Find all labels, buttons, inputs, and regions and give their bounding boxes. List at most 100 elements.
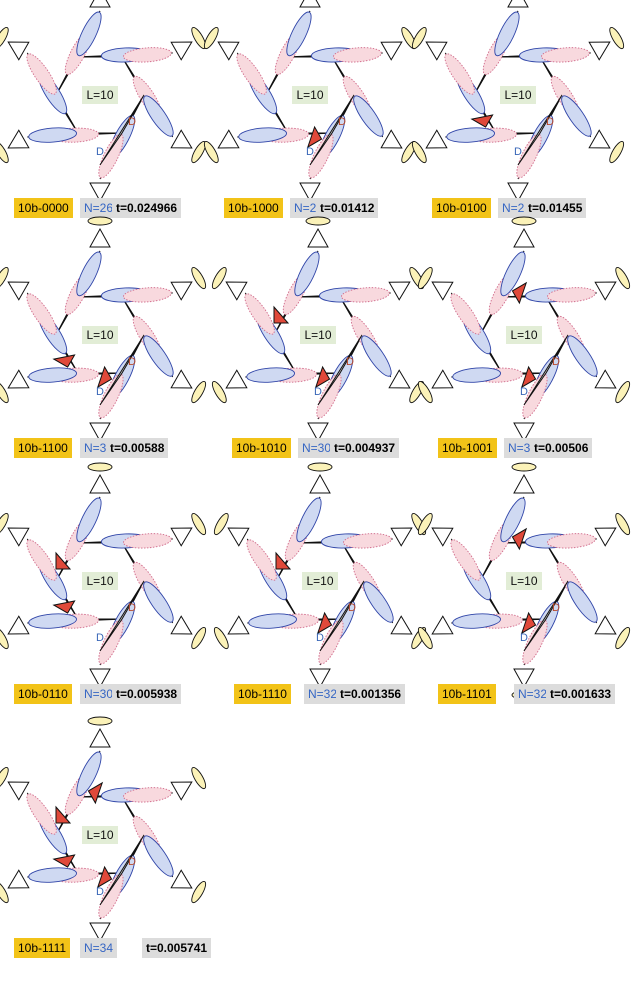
blue-blob — [296, 497, 322, 543]
t-label: t=0.024966 — [112, 198, 182, 218]
t-label: t=0.00588 — [106, 438, 169, 458]
red-triangle — [52, 600, 76, 614]
blue-blob — [76, 751, 102, 797]
n-label: N=26 — [80, 198, 118, 218]
foot-ellipse — [213, 626, 229, 650]
pink-blob — [123, 287, 172, 303]
foot-ellipse — [0, 266, 9, 290]
pink-blob — [123, 533, 172, 549]
small-triangle — [309, 473, 331, 494]
red-triangle — [52, 854, 76, 868]
L-box — [82, 86, 118, 104]
foot-ellipse — [417, 626, 433, 650]
foot-ellipse — [0, 26, 9, 50]
foot-ellipse — [191, 380, 207, 404]
grey-triangle — [523, 334, 569, 406]
foot-ellipse — [411, 140, 427, 164]
grey-triangle — [99, 334, 145, 406]
foot-ellipse — [213, 512, 229, 536]
small-triangle — [170, 369, 193, 389]
pink-blob — [246, 539, 277, 581]
foot-ellipse — [0, 880, 9, 904]
blue-blob — [28, 613, 78, 629]
small-triangle — [89, 668, 111, 689]
red-triangle — [55, 805, 72, 824]
red-triangle — [306, 125, 323, 149]
small-triangle — [380, 129, 403, 149]
blue-blob — [452, 613, 502, 629]
n-label: N=30 — [80, 684, 118, 704]
small-triangle — [388, 369, 411, 389]
blue-blob — [294, 251, 320, 297]
t-label: t=0.001356 — [336, 684, 406, 704]
small-triangle — [7, 615, 30, 635]
foot-ellipse — [609, 26, 625, 50]
D-label: D — [514, 146, 522, 158]
small-triangle — [7, 869, 30, 889]
small-triangle — [89, 473, 111, 494]
foot-ellipse — [609, 140, 625, 164]
red-triangle — [520, 611, 537, 635]
small-triangle — [299, 0, 321, 8]
small-triangle — [225, 281, 248, 301]
blue-blob — [500, 251, 526, 297]
code-label: 10b-1000 — [224, 198, 283, 218]
L-label: L=10 — [306, 574, 333, 588]
blue-blob — [561, 95, 592, 137]
foot-ellipse — [87, 716, 113, 726]
small-triangle — [507, 0, 529, 8]
t-label: t=0.004937 — [330, 438, 400, 458]
blue-blob — [286, 11, 312, 57]
D-label: D — [346, 356, 354, 368]
pink-blob — [547, 287, 596, 303]
small-triangle — [390, 527, 413, 547]
D-label: D — [316, 632, 324, 644]
pink-blob — [236, 53, 267, 95]
foot-ellipse — [87, 462, 113, 472]
small-triangle — [170, 41, 193, 61]
foot-ellipse — [0, 512, 9, 536]
n-label: N=30 — [298, 438, 336, 458]
t-label: t=0.001633 — [546, 684, 616, 704]
foot-ellipse — [0, 626, 9, 650]
blue-blob — [143, 835, 174, 877]
L-box — [82, 326, 118, 344]
pink-blob — [333, 47, 382, 63]
blue-blob — [248, 613, 298, 629]
n-label: N=32 — [514, 684, 552, 704]
grey-triangle — [309, 94, 355, 166]
blue-blob — [28, 367, 78, 383]
small-triangle — [89, 422, 111, 443]
small-triangle — [513, 473, 535, 494]
blue-blob — [353, 95, 384, 137]
L-box — [292, 86, 328, 104]
red-triangle — [511, 281, 528, 305]
pink-blob — [26, 293, 57, 335]
foot-ellipse — [211, 380, 227, 404]
L-label: L=10 — [86, 574, 113, 588]
foot-ellipse — [191, 880, 207, 904]
red-triangle — [275, 551, 292, 570]
D-label: D — [96, 632, 104, 644]
D-label: D — [306, 146, 314, 158]
t-label: t=0.01455 — [524, 198, 587, 218]
t-label: t=0.005938 — [112, 684, 182, 704]
foot-ellipse — [191, 766, 207, 790]
L-label: L=10 — [296, 88, 323, 102]
L-box — [300, 326, 336, 344]
foot-ellipse — [615, 266, 631, 290]
small-triangle — [227, 527, 250, 547]
small-triangle — [431, 281, 454, 301]
grey-triangle — [317, 334, 363, 406]
D-label: D — [96, 146, 104, 158]
small-triangle — [7, 129, 30, 149]
foot-ellipse — [203, 140, 219, 164]
